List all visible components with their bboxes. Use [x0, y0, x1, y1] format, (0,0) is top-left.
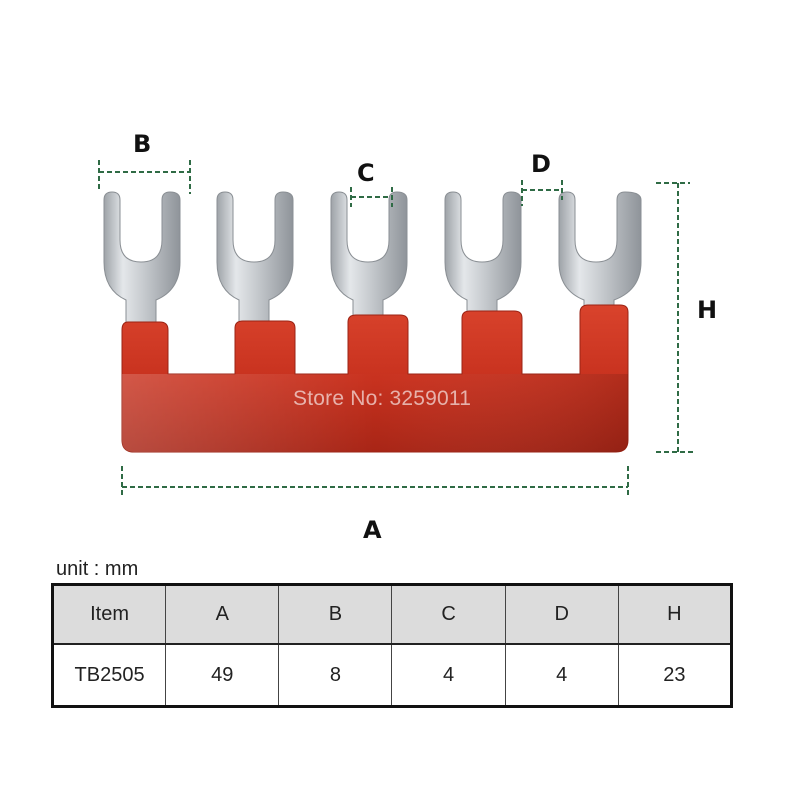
unit-note: unit : mm — [56, 558, 139, 580]
cell-a: 49 — [165, 643, 280, 707]
dimension-B — [98, 160, 191, 194]
dimension-A — [121, 466, 629, 498]
fork-terminal-4 — [444, 191, 522, 327]
spec-table: Item A B C D H TB2505 49 8 4 4 23 — [51, 583, 733, 708]
dimension-H — [656, 182, 696, 453]
cell-c: 4 — [391, 643, 506, 707]
fork-terminal-1 — [103, 191, 181, 327]
header-c: C — [391, 584, 506, 645]
fork-terminal-5 — [558, 191, 642, 319]
table-row: TB2505 49 8 4 4 23 — [51, 643, 733, 707]
header-h: H — [617, 584, 733, 645]
terminal-strip-diagram — [98, 160, 696, 498]
header-d: D — [504, 584, 619, 645]
dimension-label-d: D — [531, 150, 551, 178]
table-header-row: Item A B C D H — [51, 584, 733, 645]
dimension-D — [521, 180, 563, 206]
dimension-label-c: C — [357, 159, 375, 187]
dimension-label-b: B — [133, 130, 152, 158]
header-a: A — [165, 584, 280, 645]
store-watermark: Store No: 3259011 — [293, 387, 472, 410]
cell-h: 23 — [617, 643, 733, 707]
dimension-C — [350, 187, 393, 207]
dimension-label-a: A — [363, 516, 382, 544]
cell-b: 8 — [278, 643, 393, 707]
header-item: Item — [51, 584, 167, 645]
fork-terminal-3 — [330, 191, 408, 327]
fork-terminal-2 — [216, 191, 294, 327]
red-insulated-bar — [121, 304, 629, 453]
dimension-label-h: H — [697, 296, 718, 324]
dimension-lines — [98, 160, 696, 498]
cell-d: 4 — [504, 643, 619, 707]
header-b: B — [278, 584, 393, 645]
cell-item: TB2505 — [51, 643, 167, 707]
fork-terminals — [103, 191, 642, 327]
